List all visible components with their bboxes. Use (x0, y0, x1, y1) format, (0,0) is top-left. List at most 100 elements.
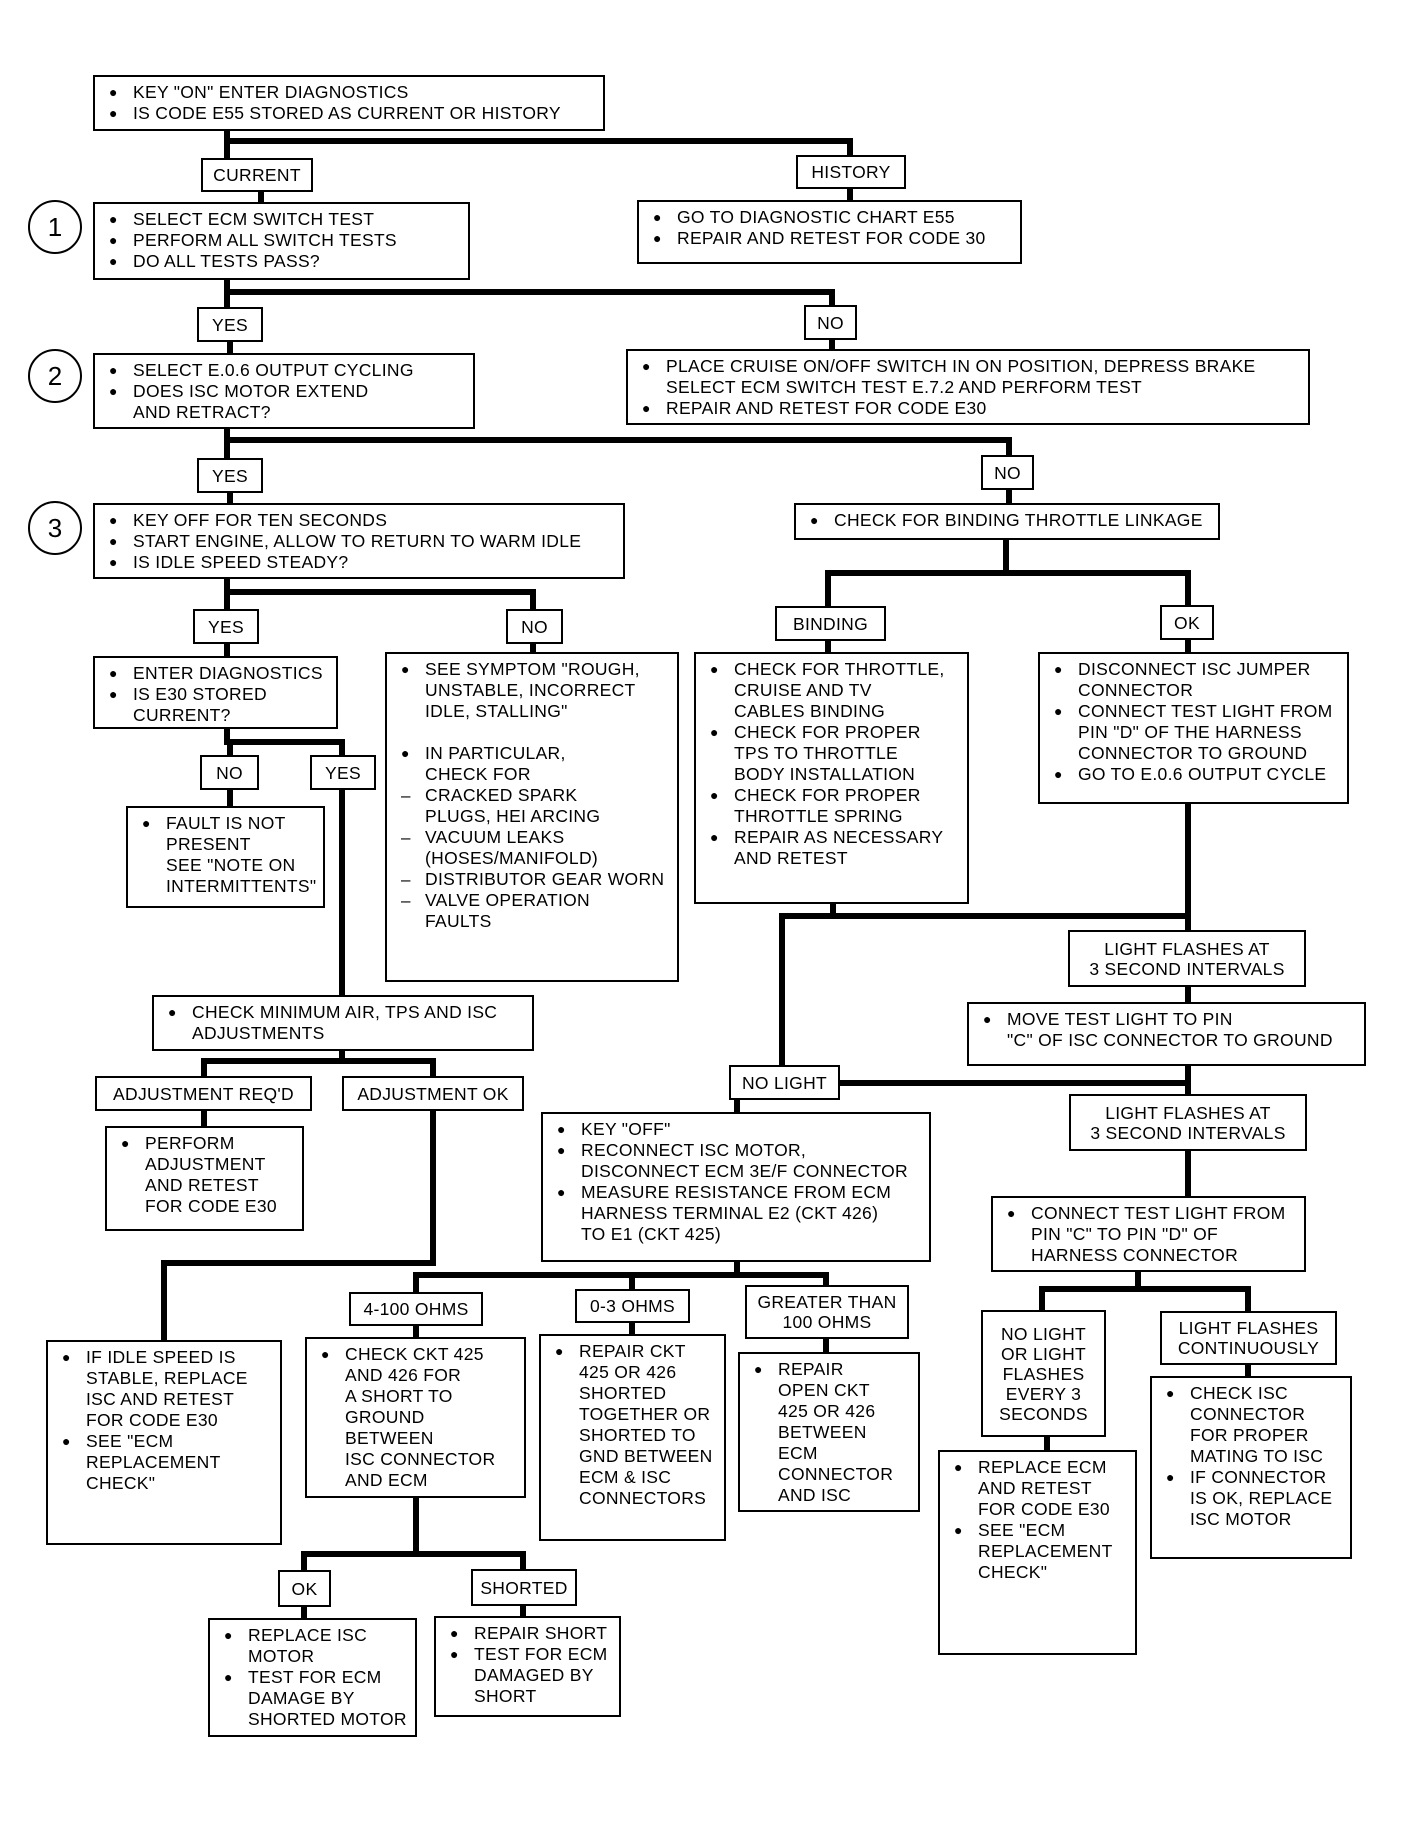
box-idle-stable: IF IDLE SPEED IS STABLE, REPLACE ISC AND… (46, 1340, 282, 1545)
box-item: SELECT E.0.6 OUTPUT CYCLING (107, 360, 465, 381)
box-throttle-linkage: CHECK FOR BINDING THROTTLE LINKAGE (794, 503, 1220, 540)
box-replace-ecm: REPLACE ECM AND RETEST FOR CODE E30SEE "… (938, 1450, 1137, 1655)
box-item: REPAIR AND RETEST FOR CODE E30 (640, 398, 1300, 419)
box-item: SEE SYMPTOM "ROUGH, UNSTABLE, INCORRECT … (399, 659, 669, 722)
label-binding: BINDING (775, 606, 886, 641)
box-item: CHECK CKT 425 AND 426 FOR A SHORT TO GRO… (319, 1344, 516, 1491)
box-item: CONNECT TEST LIGHT FROM PIN "D" OF THE H… (1052, 701, 1339, 764)
box-list: KEY "ON" ENTER DIAGNOSTICSIS CODE E55 ST… (107, 82, 595, 124)
box-item: REPAIR AND RETEST FOR CODE 30 (651, 228, 1012, 249)
box-connect-c-to-d: CONNECT TEST LIGHT FROM PIN "C" TO PIN "… (991, 1196, 1306, 1272)
box-min-air: CHECK MINIMUM AIR, TPS AND ISC ADJUSTMEN… (152, 995, 534, 1051)
label-light-continuous: LIGHT FLASHES CONTINUOUSLY (1160, 1311, 1337, 1365)
box-item: TEST FOR ECM DAMAGE BY SHORTED MOTOR (222, 1667, 407, 1730)
label-history: HISTORY (796, 155, 906, 189)
box-item: KEY OFF FOR TEN SECONDS (107, 510, 615, 531)
box-list: REPAIR SHORTTEST FOR ECM DAMAGED BY SHOR… (448, 1623, 611, 1707)
box-list: ENTER DIAGNOSTICSIS E30 STORED CURRENT? (107, 663, 328, 726)
box-list: REPLACE ECM AND RETEST FOR CODE E30SEE "… (952, 1457, 1127, 1583)
box-item: IS CODE E55 STORED AS CURRENT OR HISTORY (107, 103, 595, 124)
box-list: GO TO DIAGNOSTIC CHART E55REPAIR AND RET… (651, 207, 1012, 249)
box-list: IF IDLE SPEED IS STABLE, REPLACE ISC AND… (60, 1347, 272, 1494)
box-repair-short: REPAIR SHORTTEST FOR ECM DAMAGED BY SHOR… (434, 1616, 621, 1717)
label-no3: NO (506, 609, 563, 644)
label-ok1: OK (1160, 605, 1214, 640)
box-dash-item: VACUUM LEAKS (HOSES/MANIFOLD) (399, 827, 669, 869)
label-no-light: NO LIGHT (729, 1065, 840, 1100)
box-item: CHECK FOR PROPER THROTTLE SPRING (708, 785, 959, 827)
box-item: MEASURE RESISTANCE FROM ECM HARNESS TERM… (555, 1182, 921, 1245)
box-item: CHECK MINIMUM AIR, TPS AND ISC ADJUSTMEN… (166, 1002, 524, 1044)
box-disconnect-jumper: DISCONNECT ISC JUMPER CONNECTORCONNECT T… (1038, 652, 1349, 804)
box-list: CHECK CKT 425 AND 426 FOR A SHORT TO GRO… (319, 1344, 516, 1491)
box-dash-item: VALVE OPERATION FAULTS (399, 890, 669, 932)
box-item: CHECK FOR BINDING THROTTLE LINKAGE (808, 510, 1210, 531)
label-ohms-0-3: 0-3 OHMS (575, 1289, 690, 1323)
label-yes1: YES (197, 307, 263, 342)
box-key-off-reconnect: KEY "OFF"RECONNECT ISC MOTOR, DISCONNECT… (541, 1112, 931, 1262)
box-list: DISCONNECT ISC JUMPER CONNECTORCONNECT T… (1052, 659, 1339, 785)
label-no2: NO (981, 455, 1034, 490)
box-list: CHECK ISC CONNECTOR FOR PROPER MATING TO… (1164, 1383, 1342, 1530)
box-item: IS IDLE SPEED STEADY? (107, 552, 615, 573)
label-light-flashes2: LIGHT FLASHES AT 3 SECOND INTERVALS (1069, 1094, 1307, 1151)
box-item: DO ALL TESTS PASS? (107, 251, 460, 272)
box-item: KEY "ON" ENTER DIAGNOSTICS (107, 82, 595, 103)
box-item: CHECK FOR THROTTLE, CRUISE AND TV CABLES… (708, 659, 959, 722)
box-check-ckt: CHECK CKT 425 AND 426 FOR A SHORT TO GRO… (305, 1337, 526, 1498)
box-list: REPAIR OPEN CKT 425 OR 426 BETWEEN ECM C… (752, 1359, 910, 1506)
box-perform-adjustment: PERFORM ADJUSTMENT AND RETEST FOR CODE E… (105, 1126, 304, 1231)
label-no4: NO (200, 755, 259, 790)
step-number-circle: 2 (28, 349, 82, 403)
box-enter-diag: ENTER DIAGNOSTICSIS E30 STORED CURRENT? (93, 656, 338, 729)
box-item: IF IDLE SPEED IS STABLE, REPLACE ISC AND… (60, 1347, 272, 1431)
label-shorted: SHORTED (471, 1569, 577, 1606)
box-fault-not-present: FAULT IS NOT PRESENT SEE "NOTE ON INTERM… (126, 806, 325, 908)
box-item: RECONNECT ISC MOTOR, DISCONNECT ECM 3E/F… (555, 1140, 921, 1182)
box-list: KEY "OFF"RECONNECT ISC MOTOR, DISCONNECT… (555, 1119, 921, 1245)
box-item: FAULT IS NOT PRESENT SEE "NOTE ON INTERM… (140, 813, 316, 897)
label-ohms-4-100: 4-100 OHMS (349, 1292, 483, 1326)
box-item: SELECT ECM SWITCH TEST (107, 209, 460, 230)
box-switch-test: SELECT ECM SWITCH TESTPERFORM ALL SWITCH… (93, 202, 470, 280)
box-item: REPLACE ECM AND RETEST FOR CODE E30 (952, 1457, 1127, 1520)
box-binding-checks: CHECK FOR THROTTLE, CRUISE AND TV CABLES… (694, 652, 969, 904)
box-item: CONNECT TEST LIGHT FROM PIN "C" TO PIN "… (1005, 1203, 1296, 1266)
box-output-cycling: SELECT E.0.6 OUTPUT CYCLINGDOES ISC MOTO… (93, 353, 475, 429)
box-item: REPAIR AS NECESSARY AND RETEST (708, 827, 959, 869)
box-item: KEY "OFF" (555, 1119, 921, 1140)
box-list: PLACE CRUISE ON/OFF SWITCH IN ON POSITIO… (640, 356, 1300, 419)
box-item: IF CONNECTOR IS OK, REPLACE ISC MOTOR (1164, 1467, 1342, 1530)
box-item: PERFORM ADJUSTMENT AND RETEST FOR CODE E… (119, 1133, 294, 1217)
box-item: CHECK FOR PROPER TPS TO THROTTLE BODY IN… (708, 722, 959, 785)
box-list: PERFORM ADJUSTMENT AND RETEST FOR CODE E… (119, 1133, 294, 1217)
box-item: DISCONNECT ISC JUMPER CONNECTOR (1052, 659, 1339, 701)
box-list: CONNECT TEST LIGHT FROM PIN "C" TO PIN "… (1005, 1203, 1296, 1266)
label-adj-ok: ADJUSTMENT OK (342, 1076, 524, 1111)
box-item: PLACE CRUISE ON/OFF SWITCH IN ON POSITIO… (640, 356, 1300, 398)
box-list: REPLACE ISC MOTORTEST FOR ECM DAMAGE BY … (222, 1625, 407, 1730)
box-item: START ENGINE, ALLOW TO RETURN TO WARM ID… (107, 531, 615, 552)
box-list: CHECK MINIMUM AIR, TPS AND ISC ADJUSTMEN… (166, 1002, 524, 1044)
label-light-flashes1: LIGHT FLASHES AT 3 SECOND INTERVALS (1068, 930, 1306, 987)
box-item: REPAIR OPEN CKT 425 OR 426 BETWEEN ECM C… (752, 1359, 910, 1506)
box-item: SEE "ECM REPLACEMENT CHECK" (60, 1431, 272, 1494)
box-list: SEE SYMPTOM "ROUGH, UNSTABLE, INCORRECT … (399, 659, 669, 932)
box-item: SEE "ECM REPLACEMENT CHECK" (952, 1520, 1127, 1583)
box-item: IN PARTICULAR, CHECK FOR (399, 743, 669, 785)
box-list: CHECK FOR BINDING THROTTLE LINKAGE (808, 510, 1210, 531)
box-item: REPLACE ISC MOTOR (222, 1625, 407, 1667)
box-item: REPAIR CKT 425 OR 426 SHORTED TOGETHER O… (553, 1341, 716, 1509)
label-no-light-or: NO LIGHT OR LIGHT FLASHES EVERY 3 SECOND… (981, 1310, 1106, 1437)
box-item: DOES ISC MOTOR EXTEND AND RETRACT? (107, 381, 465, 423)
box-item: REPAIR SHORT (448, 1623, 611, 1644)
label-yes3: YES (193, 609, 259, 644)
box-item: GO TO E.0.6 OUTPUT CYCLE (1052, 764, 1339, 785)
label-yes4: YES (310, 755, 376, 790)
box-list: FAULT IS NOT PRESENT SEE "NOTE ON INTERM… (140, 813, 316, 897)
box-key-off: KEY OFF FOR TEN SECONDSSTART ENGINE, ALL… (93, 503, 625, 579)
box-move-test-light: MOVE TEST LIGHT TO PIN "C" OF ISC CONNEC… (967, 1002, 1366, 1066)
box-list: REPAIR CKT 425 OR 426 SHORTED TOGETHER O… (553, 1341, 716, 1509)
